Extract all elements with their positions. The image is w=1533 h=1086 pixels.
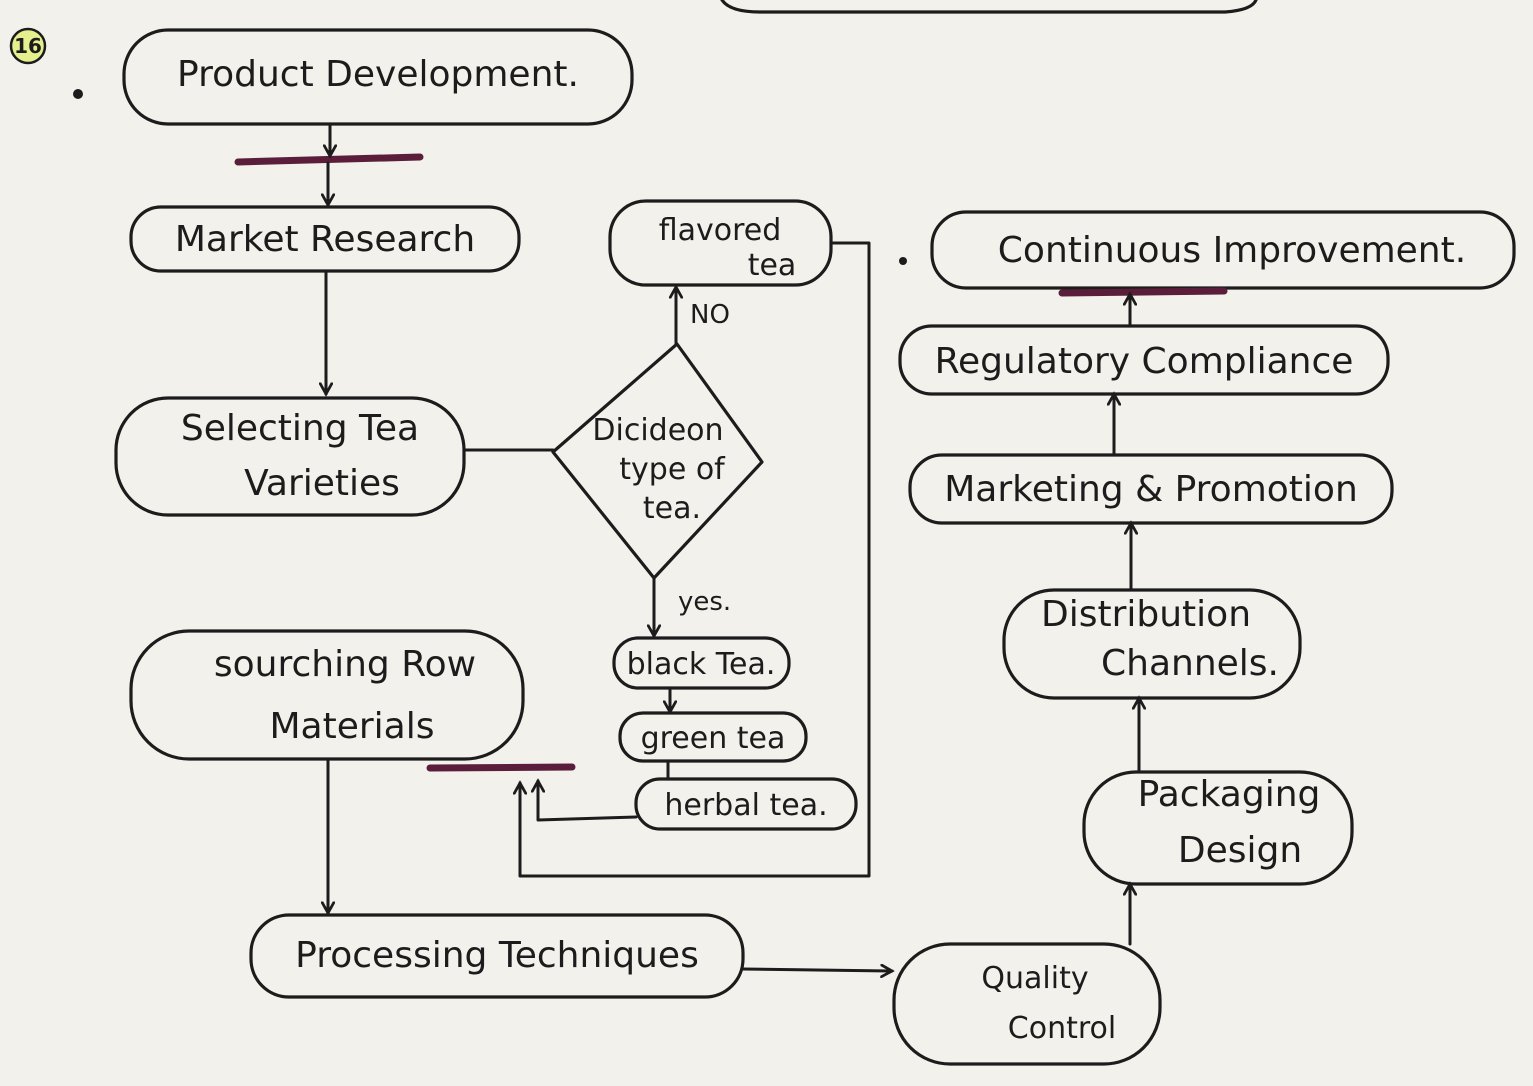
node-packaging-design: Packaging Design — [1082, 770, 1354, 886]
edge-arrow — [520, 241, 871, 878]
svg-text:Distribution: Distribution — [1041, 594, 1251, 635]
svg-text:Quality: Quality — [981, 961, 1088, 996]
node-market-research: Market Research — [129, 205, 521, 273]
svg-text:herbal tea.: herbal tea. — [664, 788, 827, 823]
edge-label-no: NO — [690, 300, 730, 330]
node-selecting-tea-varieties: Selecting Tea Varieties — [114, 396, 466, 517]
step-number-badge: 16 — [9, 27, 47, 65]
svg-text:Product Development.: Product Development. — [177, 54, 579, 95]
svg-text:Materials: Materials — [269, 706, 434, 747]
node-black-tea: black Tea. — [612, 636, 791, 690]
svg-text:Control: Control — [1008, 1011, 1116, 1046]
edge-label-yes: yes. — [678, 587, 731, 617]
node-quality-control: Quality Control — [892, 942, 1162, 1066]
node-marketing-promotion: Marketing & Promotion — [908, 453, 1394, 525]
svg-text:tea.: tea. — [643, 491, 701, 526]
edge-arrow — [538, 781, 638, 822]
node-green-tea: green tea — [618, 711, 808, 763]
partial-box-top — [720, 0, 1258, 14]
svg-text:black Tea.: black Tea. — [627, 647, 776, 682]
sync-bar — [1058, 287, 1228, 297]
edge-arrow — [741, 969, 892, 971]
sync-bar — [426, 763, 576, 772]
svg-text:green tea: green tea — [641, 721, 786, 756]
svg-text:Continuous Improvement.: Continuous Improvement. — [998, 230, 1466, 271]
svg-text:Dicideon: Dicideon — [592, 413, 723, 448]
node-decision-type-of-tea: Dicideon type of tea. — [551, 342, 764, 580]
node-processing-techniques: Processing Techniques — [249, 913, 745, 999]
svg-text:flavored: flavored — [659, 213, 782, 248]
bullet-dot — [73, 89, 83, 99]
node-regulatory-compliance: Regulatory Compliance — [898, 324, 1390, 396]
svg-text:type of: type of — [619, 452, 726, 487]
node-continuous-improvement: Continuous Improvement. — [930, 210, 1516, 290]
svg-text:16: 16 — [14, 34, 42, 58]
node-distribution-channels: Distribution Channels. — [1002, 588, 1302, 700]
svg-text:Processing Techniques: Processing Techniques — [295, 935, 699, 976]
svg-text:Varieties: Varieties — [244, 463, 400, 504]
sync-bar — [234, 153, 424, 166]
svg-text:Design: Design — [1178, 830, 1302, 871]
svg-text:Selecting Tea: Selecting Tea — [181, 408, 419, 449]
svg-text:tea: tea — [748, 248, 797, 283]
svg-text:Packaging: Packaging — [1138, 774, 1321, 815]
bullet-dot — [899, 257, 907, 265]
node-herbal-tea: herbal tea. — [634, 777, 858, 831]
node-sourcing-raw-materials: sourching Row Materials — [129, 629, 525, 761]
node-product-development: Product Development. — [122, 28, 634, 126]
svg-text:sourching Row: sourching Row — [214, 644, 476, 685]
svg-text:Market Research: Market Research — [175, 219, 475, 260]
svg-text:Channels.: Channels. — [1101, 643, 1279, 684]
node-flavored-tea: flavored tea — [608, 199, 833, 287]
svg-text:Regulatory Compliance: Regulatory Compliance — [935, 341, 1354, 382]
svg-text:Marketing & Promotion: Marketing & Promotion — [944, 469, 1358, 510]
